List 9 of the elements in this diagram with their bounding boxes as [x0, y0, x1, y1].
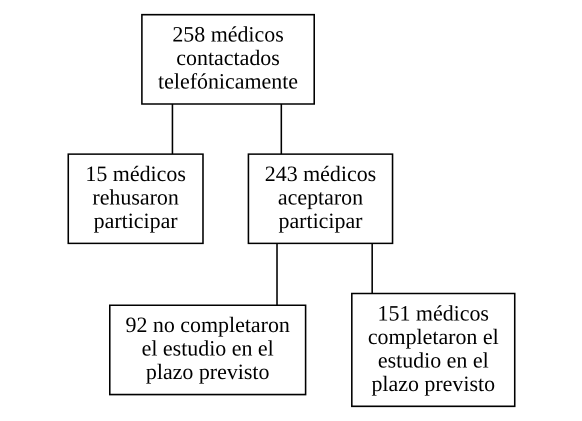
node-box: 258 médicos contactados telefónicamente [140, 14, 314, 105]
connector [280, 104, 282, 154]
node-box: 92 no completaron el estudio en el plazo previsto [108, 304, 306, 396]
node-box: 151 médicos completaron el estudio en el plazo previsto [350, 292, 516, 408]
connector [171, 104, 173, 154]
node-box: 243 médicos aceptaron participar [247, 153, 393, 244]
connector [370, 244, 372, 294]
connector [276, 244, 278, 305]
node-box: 15 médicos rehusaron participar [66, 153, 204, 244]
